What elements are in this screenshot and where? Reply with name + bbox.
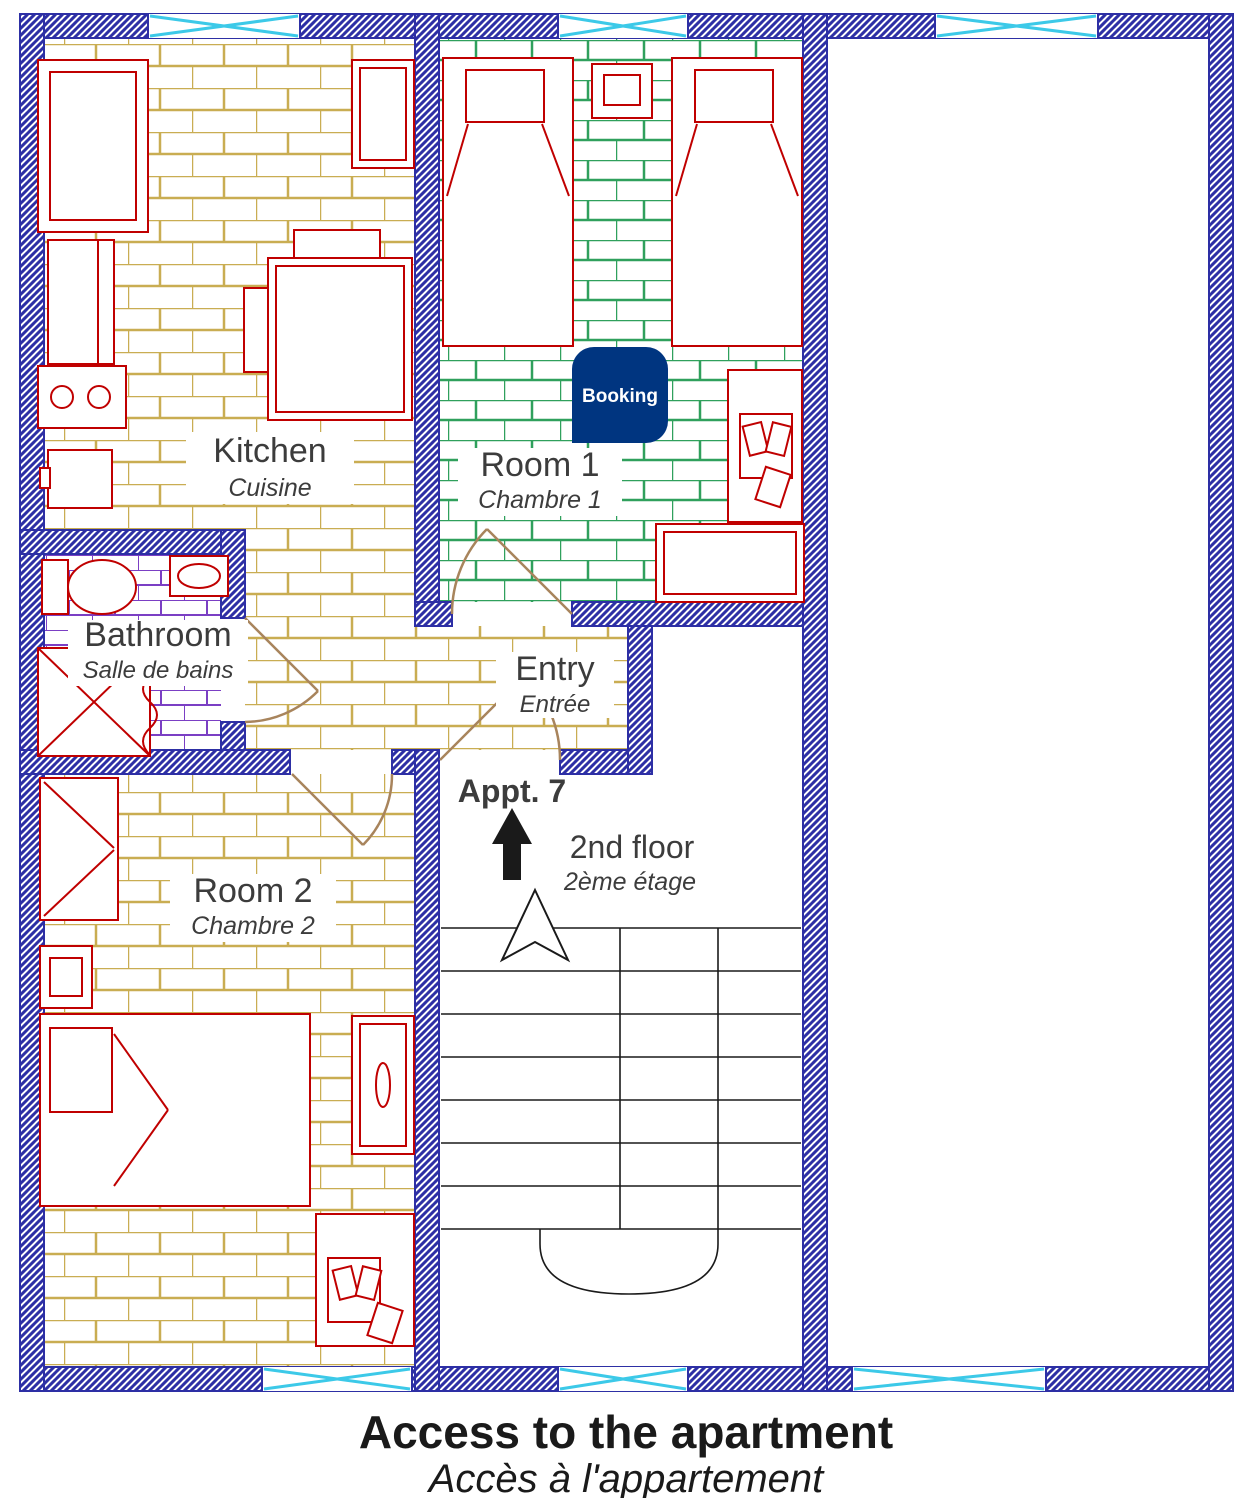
wall-room1-bottom-right xyxy=(571,601,804,627)
wall-entry-landing xyxy=(627,625,653,775)
stairs-direction-arrow-icon xyxy=(499,887,571,963)
booking-badge-label: Booking xyxy=(582,386,658,407)
window-right-room-bottom xyxy=(851,1367,1047,1391)
window-kitchen xyxy=(147,14,301,38)
booking-logo-icon xyxy=(572,347,668,443)
nightstand-room2 xyxy=(39,945,93,1009)
window-right-room-top xyxy=(934,14,1099,38)
kitchen-counter-right xyxy=(351,59,415,169)
stove xyxy=(37,365,127,429)
door-bathroom xyxy=(244,617,319,724)
door-room1 xyxy=(450,528,573,615)
desk-room1 xyxy=(727,369,803,523)
dresser-room2 xyxy=(351,1015,415,1155)
kitchen-label-fr: Cuisine xyxy=(228,474,311,502)
wall-right-room xyxy=(802,13,828,1392)
toilet xyxy=(41,559,137,615)
kitchen-sink xyxy=(39,449,113,509)
bed-single-b xyxy=(671,57,803,347)
caption-subtitle: Accès à l'appartement xyxy=(427,1457,825,1498)
kitchen-furniture xyxy=(37,59,415,509)
label-backgrounds xyxy=(68,432,622,942)
stairs xyxy=(441,887,801,1295)
room1-label-fr: Chambre 1 xyxy=(478,486,602,514)
bed-single-a xyxy=(442,57,574,347)
window-room2 xyxy=(261,1367,413,1391)
caption-title: Access to the apartment xyxy=(359,1406,893,1458)
nightstand-room1 xyxy=(591,63,653,119)
kitchen-counter-unit xyxy=(37,59,149,233)
apartment-label: Appt. 7 xyxy=(458,773,566,809)
entry-label: Entry xyxy=(515,650,594,688)
door-room2 xyxy=(291,773,394,846)
floor-label-fr: 2ème étage xyxy=(563,868,696,896)
wall-bathroom-top xyxy=(19,529,246,555)
entry-floor xyxy=(245,530,415,750)
desk-room2 xyxy=(315,1213,415,1347)
wall-kitchen-room1 xyxy=(414,13,440,627)
window-room1 xyxy=(557,14,689,38)
bathroom-furniture xyxy=(37,555,229,757)
floor-label: 2nd floor xyxy=(570,829,695,865)
entry-label-fr: Entrée xyxy=(520,691,591,718)
room-labels: Kitchen Cuisine Room 1 Chambre 1 Bathroo… xyxy=(83,432,696,940)
room2-furniture xyxy=(39,777,415,1347)
fridge xyxy=(47,239,115,365)
wall-stairwell-left xyxy=(414,749,440,1392)
bathroom-label-fr: Salle de bains xyxy=(83,657,234,684)
room2-label: Room 2 xyxy=(193,872,312,910)
windows xyxy=(147,14,1099,1391)
wall-room2-top-right xyxy=(391,749,416,775)
room2-label-fr: Chambre 2 xyxy=(191,912,315,940)
wall-room1-bottom-left xyxy=(414,601,453,627)
room1-label: Room 1 xyxy=(480,446,599,484)
bed-double xyxy=(39,1013,311,1207)
dining-table xyxy=(243,229,413,421)
caption: Access to the apartment Accès à l'appart… xyxy=(359,1406,893,1498)
wardrobe-room2-top xyxy=(39,777,119,921)
bathroom-sink xyxy=(169,555,229,597)
booking-badge: Booking xyxy=(572,347,668,443)
wall-right xyxy=(1208,13,1234,1392)
bathroom-label: Bathroom xyxy=(84,616,231,654)
window-stairwell xyxy=(557,1367,689,1391)
wall-stair-top xyxy=(559,749,629,775)
kitchen-label: Kitchen xyxy=(213,432,326,470)
up-arrow-icon xyxy=(492,808,532,880)
room1-furniture xyxy=(442,57,805,603)
wardrobe-room1 xyxy=(655,523,805,603)
